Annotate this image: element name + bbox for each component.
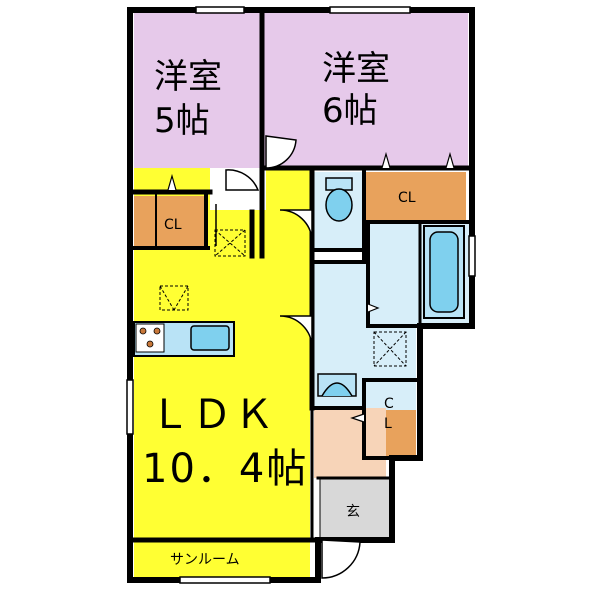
closet-left-fill <box>134 196 204 246</box>
entrance-fill <box>320 478 392 538</box>
western-room-6-name: 洋室 <box>322 49 390 89</box>
sunroom-fill <box>134 540 310 578</box>
closet-door-marks <box>167 151 455 423</box>
ldk-size: 10．4帖 <box>142 446 308 492</box>
fridge-marker <box>159 285 189 311</box>
western-room-5-fill <box>134 12 260 190</box>
closet-top-label: CL <box>398 190 416 206</box>
entrance-label: 玄 <box>346 503 360 520</box>
closet-vertical-label-l: L <box>384 416 392 432</box>
closet-vertical-label-c: C <box>384 396 394 412</box>
bathtub <box>423 225 465 319</box>
entrance-hall-fill <box>314 408 386 478</box>
ldk-name: ＬＤＫ <box>150 392 276 438</box>
windows <box>126 6 476 584</box>
washbasin <box>317 373 357 397</box>
western-room-6-size: 6帖 <box>322 91 378 131</box>
sunroom-label: サンルーム <box>170 552 240 568</box>
western-room-6-fill <box>264 12 468 167</box>
hall-box-marker <box>214 229 246 257</box>
toilet-fixture <box>325 177 353 222</box>
kitchen-counter <box>133 321 235 357</box>
washer-box-marker <box>373 331 407 367</box>
closet-top-fill <box>366 172 466 220</box>
closet-left-label: CL <box>164 217 182 233</box>
western-room-5-size: 5帖 <box>154 101 210 141</box>
doors <box>215 135 361 579</box>
western-room-5-name: 洋室 <box>154 57 222 97</box>
